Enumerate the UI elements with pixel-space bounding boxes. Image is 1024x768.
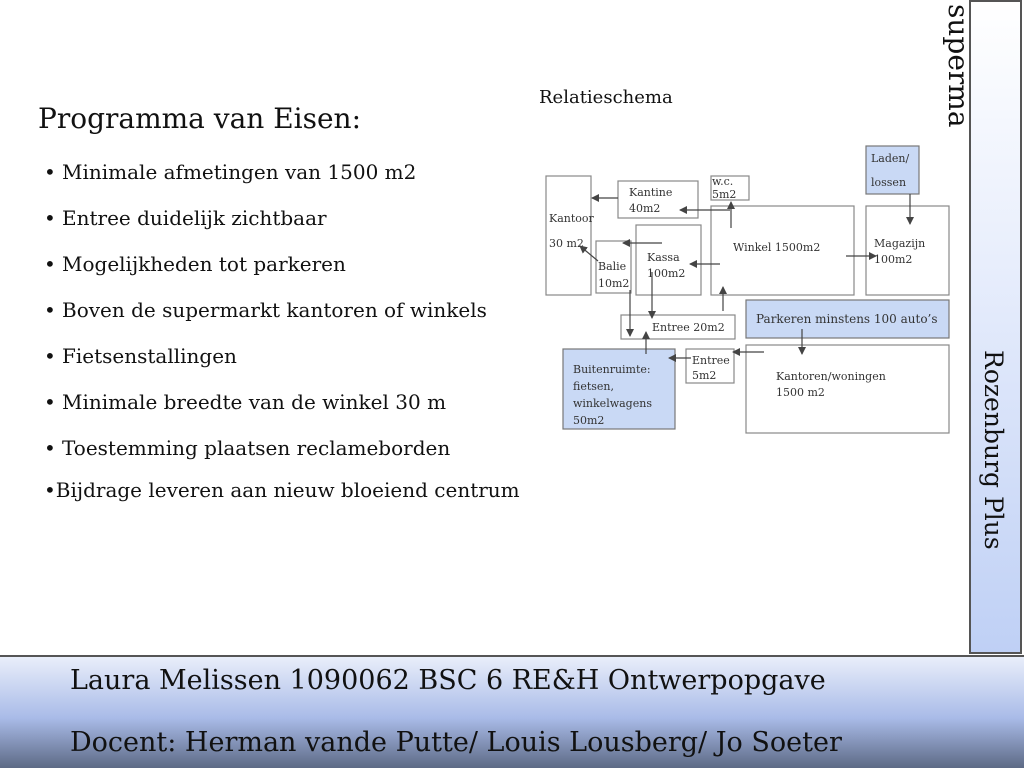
node-label: lossen [871,176,906,189]
node-label: w.c. [712,175,733,188]
node-label: winkelwagens [573,397,652,410]
node-label: 100m2 [647,267,685,280]
node-label: Kantoor [549,212,595,225]
requirements-list: •Minimale afmetingen van 1500 m2 •Entree… [44,152,524,474]
node-balie: Balie 10m2 [595,240,632,294]
footer-author: Laura Melissen 1090062 BSC 6 RE&H Ontwer… [70,665,826,696]
node-entree5: Entree 5m2 [685,348,735,384]
page-title: Programma van Eisen: [38,102,362,135]
bullet-icon: • [44,344,56,368]
node-label: Kantine [629,186,672,199]
sidebar-label: Rozenburg Plus [979,350,1008,550]
node-label: Laden/ [871,152,909,165]
node-kantoor: Kantoor 30 m2 [545,175,595,296]
requirement-item: •Fietsenstallingen [44,336,524,382]
node-parkeren: Parkeren minstens 100 auto’s [745,299,950,339]
requirement-text: Toestemming plaatsen reclameborden [62,436,451,460]
node-label: 30 m2 [549,237,584,250]
node-kantine: Kantine 40m2 [617,180,699,219]
bullet-icon: • [44,252,56,276]
footer-teachers: Docent: Herman vande Putte/ Louis Lousbe… [70,727,842,758]
node-label: Entree 20m2 [652,321,725,334]
node-label: Balie [598,260,626,273]
node-magazijn: Magazijn 100m2 [865,205,950,296]
requirement-item: •Entree duidelijk zichtbaar [44,198,524,244]
requirement-text: Mogelijkheden tot parkeren [62,252,346,276]
node-label: Kantoren/woningen [776,370,886,383]
node-label: 5m2 [712,188,736,201]
requirement-item: •Minimale breedte van de winkel 30 m [44,382,524,428]
sidebar-panel [969,0,1022,654]
node-label: 1500 m2 [776,386,825,399]
node-label: 10m2 [598,277,629,290]
node-label: Winkel 1500m2 [733,241,820,254]
node-label: Buitenruimte: [573,363,651,376]
requirement-item: •Mogelijkheden tot parkeren [44,244,524,290]
diagram-title: Relatieschema [539,87,673,108]
node-label: Entree [692,354,730,367]
node-label: Kassa [647,251,680,264]
bullet-icon: • [44,298,56,322]
requirement-item: •Boven de supermarkt kantoren of winkels [44,290,524,336]
requirement-text: Fietsenstallingen [62,344,237,368]
bullet-icon: • [44,206,56,230]
node-label: 5m2 [692,369,716,382]
footer-bar [0,655,1024,768]
bullet-icon: • [44,160,56,184]
arrow-balie-kantoor [579,245,599,262]
node-kantoren: Kantoren/woningen 1500 m2 [745,344,950,434]
node-label: Parkeren minstens 100 auto’s [756,312,938,326]
bullet-icon: • [44,390,56,414]
node-buitenruimte: Buitenruimte: fietsen, winkelwagens 50m2 [562,348,676,430]
node-winkel: Winkel 1500m2 [710,205,855,296]
node-entree20: Entree 20m2 [620,314,736,340]
requirement-text: Boven de supermarkt kantoren of winkels [62,298,487,322]
bullet-icon: • [44,436,56,460]
requirement-text: Minimale breedte van de winkel 30 m [62,390,447,414]
node-label: 100m2 [874,253,912,266]
node-kassa: Kassa 100m2 [635,224,702,296]
node-label: 40m2 [629,202,660,215]
node-label: Magazijn [874,237,925,250]
requirement-item: •Toestemming plaatsen reclameborden [44,428,524,474]
node-wc: w.c. 5m2 [710,175,750,201]
relation-diagram: Kantoor 30 m2 Kantine 40m2 w.c. 5m2 Lade… [545,145,950,434]
node-label: 50m2 [573,414,604,427]
requirement-text: Entree duidelijk zichtbaar [62,206,327,230]
requirement-last: •Bijdrage leveren aan nieuw bloeiend cen… [44,478,520,502]
requirement-item: •Minimale afmetingen van 1500 m2 [44,152,524,198]
requirement-text: Minimale afmetingen van 1500 m2 [62,160,417,184]
node-laden: Laden/ lossen [865,145,920,195]
node-label: fietsen, [573,380,614,393]
